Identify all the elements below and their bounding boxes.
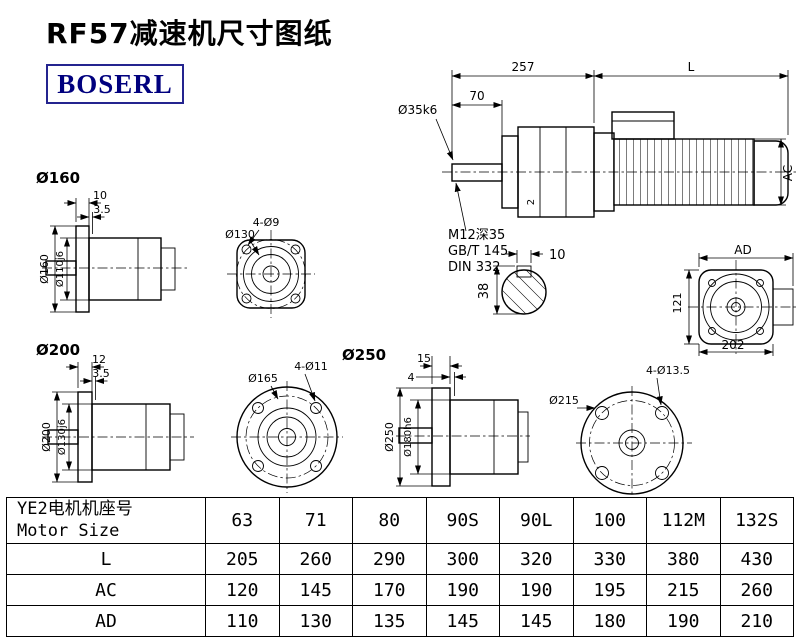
row-label-cell: L — [6, 543, 206, 575]
header-cn: YE2电机机座号 — [17, 498, 133, 519]
value-cell: 120 — [205, 574, 280, 606]
header-en: Motor Size — [17, 520, 120, 541]
value-cell: 180 — [572, 605, 647, 637]
row-label-cell: AD — [6, 605, 206, 637]
table-row-L: L 205 260 290 300 320 330 380 430 — [6, 543, 794, 575]
value-cell: 300 — [425, 543, 500, 575]
value-cell: 135 — [352, 605, 427, 637]
flange165-front-view: Ø165 4-Ø11 — [231, 360, 343, 493]
value-cell: 330 — [572, 543, 647, 575]
page-title: RF57减速机尺寸图纸 — [46, 17, 333, 50]
unit250-heading: Ø250 — [342, 346, 386, 364]
dim-shaft-dia: Ø35k6 — [398, 103, 437, 117]
dim-holes-165: 4-Ø11 — [294, 360, 328, 373]
table-row-AC: AC 120 145 170 190 190 195 215 260 — [6, 574, 794, 606]
dim-flange-thk-250: 15 — [417, 352, 431, 365]
dim-flange-dia-160: Ø160 — [38, 254, 51, 284]
dim-spigot-thk-250: 4 — [408, 371, 415, 384]
size-header-cell: 80 — [352, 497, 427, 544]
dim-key-height: 38 — [477, 283, 492, 300]
dim-key-width: 10 — [549, 248, 566, 263]
dim-202: 202 — [722, 338, 745, 352]
unit200-side-view: Ø200 12 3.5 Ø200 — [36, 341, 194, 483]
value-cell: 290 — [352, 543, 427, 575]
motor-rear-view: AD 121 202 — [671, 243, 797, 356]
dim-flange-thk-160: 10 — [93, 189, 107, 202]
size-header-cell: 90L — [499, 497, 574, 544]
value-cell: 260 — [278, 543, 353, 575]
size-header-cell: 112M — [646, 497, 721, 544]
value-cell: 145 — [425, 605, 500, 637]
value-cell: 190 — [646, 605, 721, 637]
value-cell: 110 — [205, 605, 280, 637]
value-cell: 145 — [278, 574, 353, 606]
dim-spigot-thk-160: 3.5 — [93, 203, 111, 216]
size-header-cell: 100 — [572, 497, 647, 544]
size-header-cell: 63 — [205, 497, 280, 544]
value-cell: 190 — [499, 574, 574, 606]
logo-text: BOSERL — [57, 68, 173, 99]
value-cell: 130 — [278, 605, 353, 637]
dim-flange-dia-200: Ø200 — [40, 422, 53, 452]
value-cell: 170 — [352, 574, 427, 606]
note-m12: M12深35 — [448, 228, 505, 243]
table-header-row: YE2电机机座号 Motor Size 63 71 80 90S 90L 100… — [6, 497, 794, 544]
dim-flange-thk-200: 12 — [92, 353, 106, 366]
dim-AC: AC — [781, 165, 795, 181]
value-cell: 380 — [646, 543, 721, 575]
dim-spigot-thk-200: 3.5 — [92, 367, 110, 380]
value-cell: 320 — [499, 543, 574, 575]
value-cell: 195 — [572, 574, 647, 606]
dim-holes-215: 4-Ø13.5 — [646, 364, 690, 377]
dim-holes-130: 4-Ø9 — [253, 216, 280, 229]
dim-dia-215: Ø215 — [549, 394, 579, 407]
dim-dia-165: Ø165 — [248, 372, 278, 385]
size-header-cell: 132S — [719, 497, 794, 544]
value-cell: 205 — [205, 543, 280, 575]
motor-size-header: YE2电机机座号 Motor Size — [6, 497, 206, 544]
dim-AD: AD — [734, 243, 751, 257]
dimension-table: YE2电机机座号 Motor Size 63 71 80 90S 90L 100… — [6, 497, 794, 637]
unit160-side-view: Ø160 10 3.5 Ø160 — [36, 169, 188, 313]
size-header-cell: 71 — [278, 497, 353, 544]
value-cell: 190 — [425, 574, 500, 606]
unit200-heading: Ø200 — [36, 341, 80, 359]
dim-spigot-dia-160: Ø110j6 — [54, 251, 66, 287]
dim-70: 70 — [469, 89, 484, 103]
size-header-cell: 90S — [425, 497, 500, 544]
value-cell: 215 — [646, 574, 721, 606]
unit250-side-view: Ø250 15 4 Ø250 — [342, 346, 530, 487]
assembly-side-view: 257 L 70 Ø35k6 AC 2 M12深35 GB/T 145 DIN … — [398, 60, 796, 275]
dim-spigot-dia-250: Ø180h6 — [402, 417, 414, 457]
value-cell: 145 — [499, 605, 574, 637]
dim-257: 257 — [512, 60, 535, 74]
dim-121: 121 — [671, 293, 684, 314]
dim-flange-dia-250: Ø250 — [383, 422, 396, 452]
dim-flange-2: 2 — [526, 199, 537, 205]
unit160-heading: Ø160 — [36, 169, 80, 187]
row-label-cell: AC — [6, 574, 206, 606]
value-cell: 260 — [719, 574, 794, 606]
value-cell: 210 — [719, 605, 794, 637]
dim-dia-130: Ø130 — [225, 228, 255, 241]
value-cell: 430 — [719, 543, 794, 575]
dim-L: L — [688, 60, 695, 74]
note-gbt: GB/T 145 — [448, 244, 508, 259]
technical-drawing: Ø160 10 3.5 Ø160 — [36, 60, 797, 495]
flange130-front-view: 4-Ø9 Ø130 — [225, 216, 315, 318]
dim-spigot-dia-200: Ø130j6 — [56, 419, 68, 455]
table-row-AD: AD 110 130 135 145 145 180 190 210 — [6, 605, 794, 637]
boserl-logo: BOSERL — [46, 64, 184, 104]
flange215-front-view: Ø215 4-Ø13.5 — [549, 364, 692, 495]
note-din: DIN 332 — [448, 260, 501, 275]
